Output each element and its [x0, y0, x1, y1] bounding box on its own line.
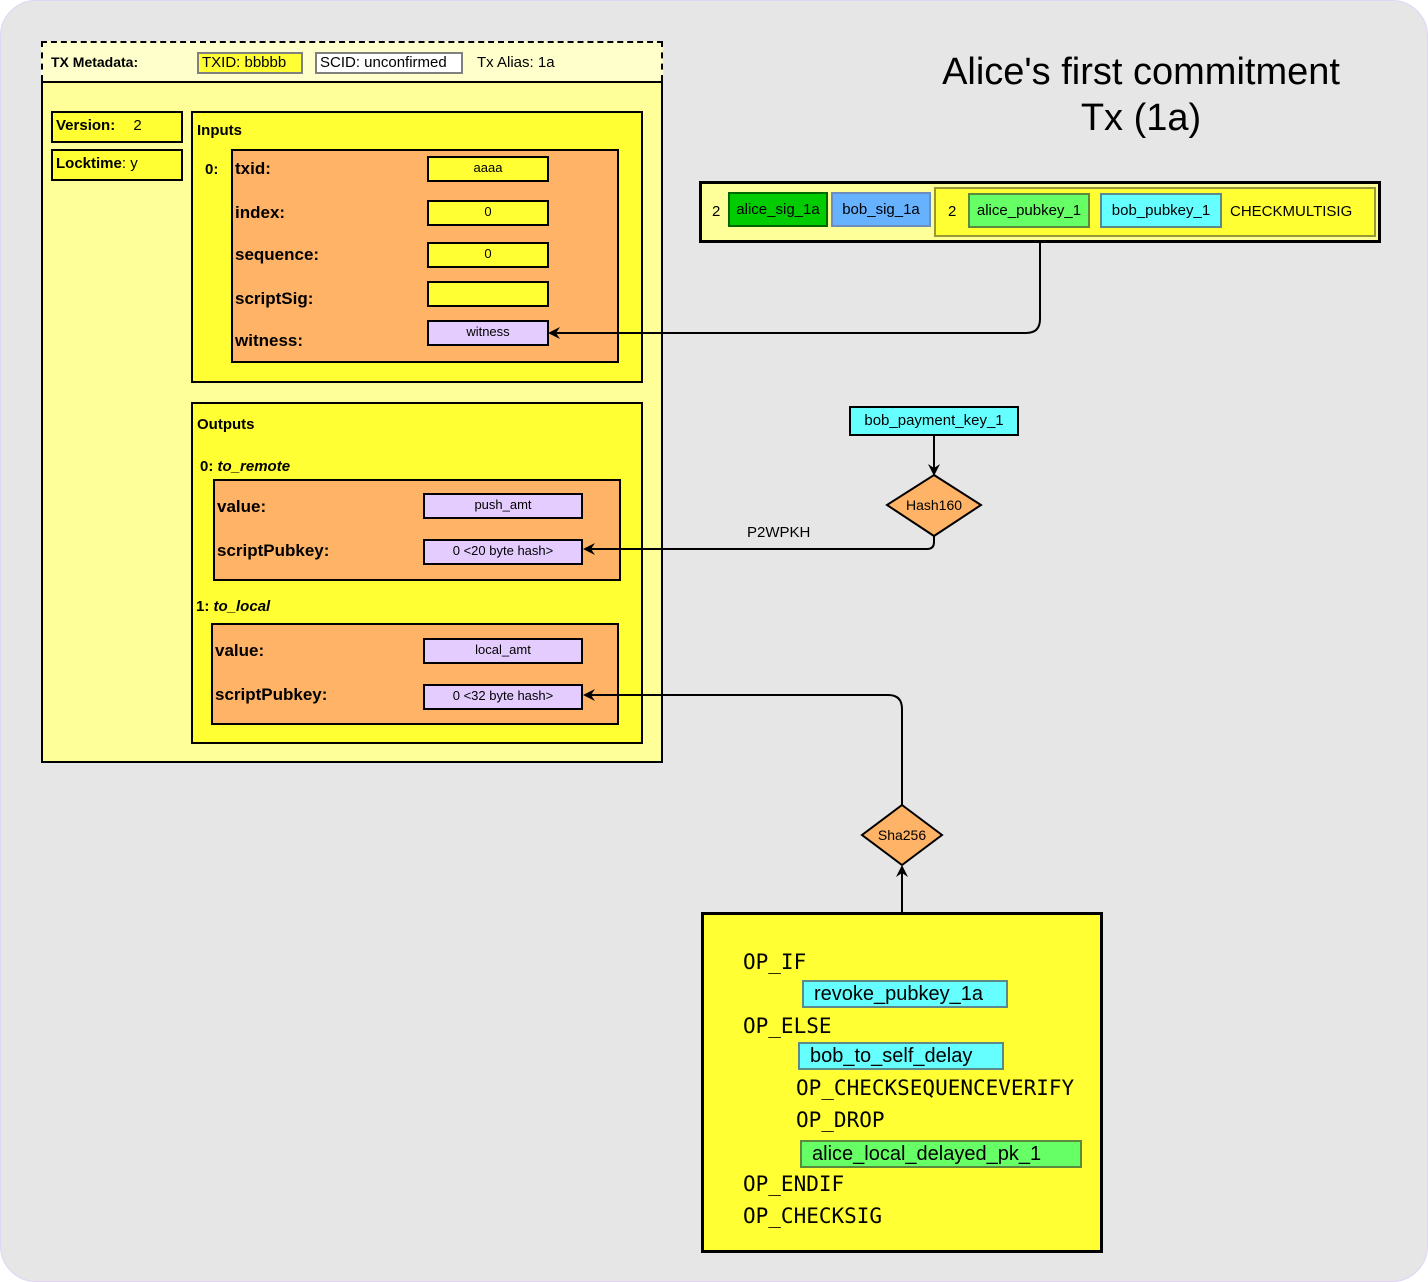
input-index: 0: [205, 161, 219, 178]
bob-pubkey-chip[interactable]: bob_pubkey_1 [1100, 193, 1222, 228]
bob-sig-chip[interactable]: bob_sig_1a [831, 192, 931, 227]
output-value-label: value: [215, 641, 265, 660]
input-txid-value[interactable]: aaaa [427, 156, 549, 182]
title-line-1: Alice's first commitment [942, 51, 1340, 93]
op-if: OP_IF [743, 950, 807, 974]
output-value-label: value: [217, 497, 267, 516]
output-0-value[interactable]: push_amt [423, 493, 583, 519]
op-endif: OP_ENDIF [743, 1172, 845, 1196]
witness-connector [548, 243, 1041, 339]
tx-alias: Tx Alias: 1a [477, 54, 555, 71]
input-witness-value[interactable]: witness [427, 320, 549, 346]
sig-count: 2 [712, 203, 721, 220]
hash160-label: Hash160 [905, 497, 963, 513]
input-field-label: scriptSig: [235, 289, 314, 308]
input-field-label: witness: [235, 331, 304, 350]
output-spk-label: scriptPubkey: [215, 685, 328, 704]
output-name: to_local [213, 598, 271, 615]
alice-sig-chip[interactable]: alice_sig_1a [728, 192, 828, 227]
title-line-2: Tx (1a) [1080, 97, 1202, 139]
bob-payment-key-box[interactable]: bob_payment_key_1 [849, 406, 1019, 436]
output-1-scriptpubkey[interactable]: 0 <32 byte hash> [423, 684, 583, 710]
to-self-delay-chip[interactable]: bob_to_self_delay [798, 1042, 1004, 1070]
tx-metadata-bar: TX Metadata: TXID: bbbbb SCID: unconfirm… [41, 41, 663, 81]
p2wpkh-edge-label: P2WPKH [747, 524, 811, 541]
output-index: 1: [196, 598, 210, 615]
diagram-title: Alice's first commitment Tx (1a) [901, 49, 1381, 141]
inputs-section: Inputs 0: txid: aaaa index: 0 sequence: … [191, 111, 643, 383]
revoke-pubkey-chip[interactable]: revoke_pubkey_1a [802, 980, 1008, 1008]
output-1: value: local_amt scriptPubkey: 0 <32 byt… [211, 623, 619, 725]
locktime-box[interactable]: Locktime: y [51, 149, 183, 181]
checkmultisig-op: CHECKMULTISIG [1230, 203, 1353, 220]
output-0-scriptpubkey[interactable]: 0 <20 byte hash> [423, 539, 583, 565]
op-checksig: OP_CHECKSIG [743, 1204, 883, 1228]
op-checksequenceverify: OP_CHECKSEQUENCEVERIFY [796, 1076, 1075, 1100]
sha256-label: Sha256 [877, 827, 927, 843]
input-sequence-value[interactable]: 0 [427, 242, 549, 268]
input-index-value[interactable]: 0 [427, 200, 549, 226]
version-box[interactable]: Version: 2 [51, 111, 183, 143]
p2wpkh-connector [583, 536, 935, 555]
txid-badge[interactable]: TXID: bbbbb [197, 52, 303, 74]
sha256-output-connector [583, 689, 903, 805]
hash160-diamond[interactable] [885, 473, 983, 538]
metadata-label: TX Metadata: [51, 54, 139, 70]
output-0: value: push_amt scriptPubkey: 0 <20 byte… [213, 479, 621, 581]
alice-delayed-key-chip[interactable]: alice_local_delayed_pk_1 [800, 1140, 1082, 1168]
op-drop: OP_DROP [796, 1108, 885, 1132]
outputs-heading: Outputs [197, 416, 255, 433]
locktime-label: Locktime [56, 155, 122, 172]
output-1-value[interactable]: local_amt [423, 638, 583, 664]
output-1-title: 1: to_local [196, 598, 270, 615]
locktime-value: : y [121, 155, 138, 172]
version-value: 2 [133, 117, 142, 134]
version-label: Version: [56, 117, 116, 134]
scid-badge[interactable]: SCID: unconfirmed [315, 52, 463, 74]
input-scriptsig-value[interactable] [427, 281, 549, 307]
output-name: to_remote [217, 458, 291, 475]
alice-pubkey-chip[interactable]: alice_pubkey_1 [968, 193, 1090, 228]
witness-script-box: 2 alice_sig_1a bob_sig_1a 2 alice_pubkey… [699, 181, 1381, 243]
output-index: 0: [200, 458, 214, 475]
pubkey-count: 2 [948, 203, 957, 220]
inputs-heading: Inputs [197, 122, 242, 139]
input-field-label: txid: [235, 159, 271, 178]
output-spk-label: scriptPubkey: [217, 541, 330, 560]
op-else: OP_ELSE [743, 1014, 832, 1038]
to-local-script-box: OP_IF revoke_pubkey_1a OP_ELSE bob_to_se… [701, 912, 1103, 1253]
output-0-title: 0: to_remote [200, 458, 290, 475]
tx-body: Version: 2 Locktime: y Inputs 0: txid: a… [41, 81, 663, 763]
redeem-script-box: 2 alice_pubkey_1 bob_pubkey_1 CHECKMULTI… [934, 187, 1376, 237]
outputs-section: Outputs 0: to_remote value: push_amt scr… [191, 402, 643, 744]
input-field-label: sequence: [235, 245, 320, 264]
sha256-diamond[interactable] [860, 803, 944, 867]
input-field-label: index: [235, 203, 286, 222]
